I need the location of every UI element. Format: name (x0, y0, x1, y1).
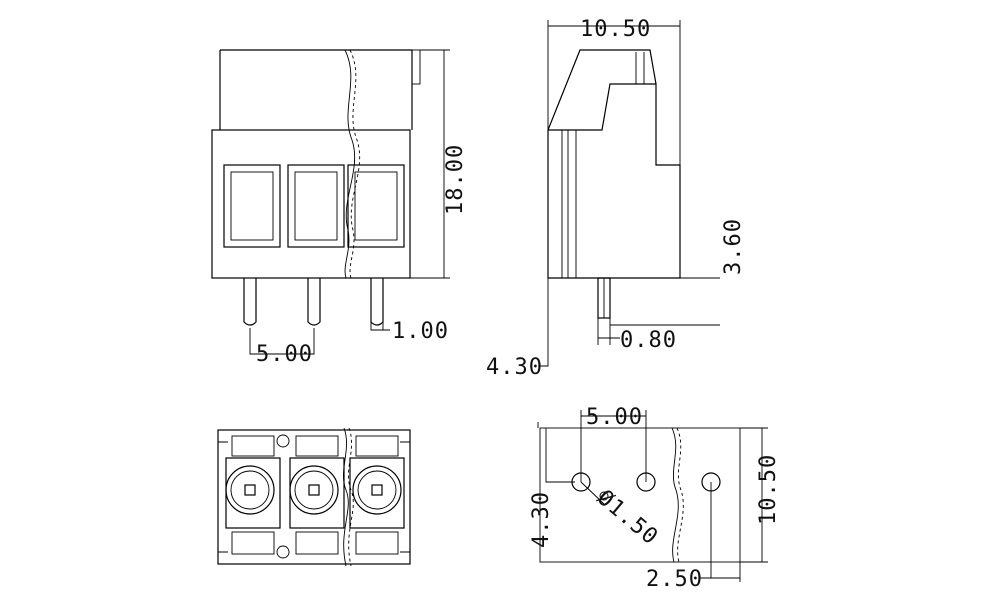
pin (370, 278, 384, 326)
top-view (217, 427, 411, 567)
front-height-dim: 18.00 (443, 144, 468, 215)
side-pin (597, 277, 611, 319)
front-view: 5.00 1.00 18.00 (211, 49, 468, 367)
pin (243, 278, 257, 326)
screw-slot (371, 484, 383, 496)
wire-opening (287, 164, 345, 248)
side-depth-dim: 10.50 (580, 17, 651, 42)
front-pitch-dim: 5.00 (256, 342, 313, 367)
footprint-depth-dim: 10.50 (756, 454, 781, 525)
footprint-hole-diameter-dim: Ø1.50 (592, 485, 663, 550)
side-view: 10.50 3.60 0.80 4.30 (486, 17, 746, 380)
terminal-position (349, 435, 405, 555)
side-height-dim: 3.60 (721, 218, 746, 275)
side-pin-thickness-dim: 0.80 (620, 328, 677, 353)
footprint-pitch-dim: 5.00 (586, 405, 643, 430)
screw-slot (244, 484, 256, 496)
pin (307, 278, 321, 326)
footprint-view: 5.00 4.30 Ø1.50 2.50 10.50 (529, 405, 781, 592)
footprint-row-offset-dim: 4.30 (529, 491, 554, 548)
wire-opening (347, 164, 405, 248)
terminal-position (225, 435, 281, 555)
side-pin-length-dim: 4.30 (486, 355, 543, 380)
terminal-position (289, 435, 345, 555)
front-pin-width-dim: 1.00 (392, 319, 449, 344)
footprint-edge-offset-dim: 2.50 (646, 567, 703, 592)
wire-opening (223, 164, 281, 248)
screw-slot (308, 484, 320, 496)
